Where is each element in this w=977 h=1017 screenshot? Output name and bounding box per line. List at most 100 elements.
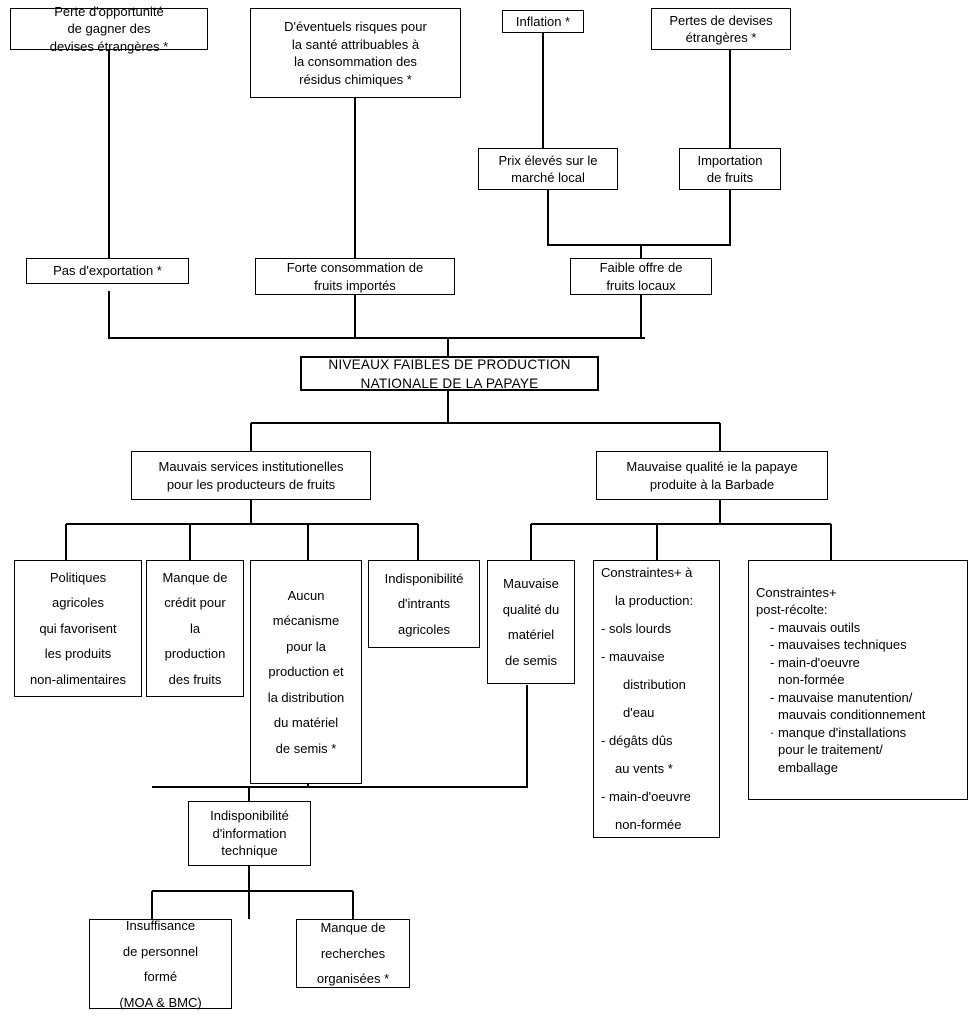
node-mauvais-services[interactable]: Mauvais services institutionelles pour l… xyxy=(131,451,371,500)
node-line: de personnel xyxy=(122,943,199,959)
node-line: pour le traitement/ xyxy=(778,742,883,758)
node-line: fruits locaux xyxy=(606,277,676,293)
node-contraintes-production[interactable]: Constraintes+ à la production: - sols lour… xyxy=(593,560,720,838)
node-line: Indisponibilité xyxy=(384,570,464,586)
node-line: la distribution xyxy=(267,689,345,705)
node-line: Manque de xyxy=(320,920,386,936)
node-mauvaise-qualite-materiel[interactable]: Mauvaise qualité du matériel de semis xyxy=(487,560,575,684)
node-line: Aucun xyxy=(287,587,325,603)
node-aucun-mecanisme[interactable]: Aucun mécanisme pour la production et la… xyxy=(250,560,362,784)
node-line: de semis * xyxy=(275,740,337,756)
node-line: - mauvaises techniques xyxy=(770,637,907,653)
node-line: pour la xyxy=(286,638,326,654)
node-line: - sols lourds xyxy=(601,621,672,636)
node-line: la consommation des xyxy=(294,54,417,69)
node-line: Faible offre de xyxy=(599,260,683,275)
node-faible-offre[interactable]: Faible offre de fruits locaux xyxy=(570,258,712,295)
node-line: Constraintes+ à xyxy=(601,565,693,580)
node-line: du matériel xyxy=(273,715,339,731)
node-line: devises étrangères * xyxy=(49,38,169,54)
node-line: Mauvaise xyxy=(503,576,559,591)
node-line: Insuffisance xyxy=(125,918,196,933)
node-perte-opportunite[interactable]: Perte d'opportunité de gagner des devise… xyxy=(10,4,208,54)
node-contraintes-post-recolte[interactable]: Constraintes+ post-récolte:- mauvais outi… xyxy=(748,560,968,800)
node-line: des fruits xyxy=(168,671,222,687)
node-line: Inflation * xyxy=(515,13,571,29)
node-line: crédit pour xyxy=(164,595,226,611)
node-line: NATIONALE DE LA PAPAYE xyxy=(360,375,539,391)
node-line: de semis xyxy=(504,652,558,668)
node-line: qualité du xyxy=(502,601,560,617)
node-line: non-formée xyxy=(615,817,682,832)
node-line: agricoles xyxy=(51,595,105,611)
node-line: organisées * xyxy=(316,971,390,987)
node-line: (MOA & BMC) xyxy=(119,994,202,1010)
node-line: Pertes de devises xyxy=(669,12,773,28)
node-indisponibilite-information[interactable]: Indisponibilité d'information technique xyxy=(188,801,311,866)
node-risques-sante[interactable]: D'éventuels risques pour la santé attrib… xyxy=(250,8,461,98)
node-line: Pas d'exportation * xyxy=(53,263,162,279)
node-line: production xyxy=(164,646,226,662)
node-line: - mauvaise xyxy=(601,649,665,664)
node-line: au vents * xyxy=(615,761,673,776)
node-line: Constraintes+ xyxy=(756,584,837,600)
node-indisponibilite-intrants[interactable]: Indisponibilité d'intrants agricoles xyxy=(368,560,480,648)
node-line: d'intrants xyxy=(397,596,451,612)
node-line: non-alimentaires xyxy=(29,671,127,687)
node-line: matériel xyxy=(507,627,555,642)
node-line: d'eau xyxy=(623,705,655,720)
node-line: mauvais conditionnement xyxy=(778,707,926,723)
node-line: Forte consommation de xyxy=(286,260,424,275)
node-line: marché local xyxy=(511,170,585,185)
node-manque-recherches[interactable]: Manque de recherches organisées * xyxy=(296,919,410,988)
node-line: la xyxy=(189,620,201,636)
node-line: · manque d'installations xyxy=(770,724,907,740)
node-line: - main-d'oeuvre xyxy=(601,789,691,804)
node-line: mécanisme xyxy=(272,613,340,629)
node-line: Prix élevés sur le xyxy=(498,152,598,168)
node-line: non-formée xyxy=(778,672,845,688)
node-line: production et xyxy=(268,664,344,680)
node-line: - dégâts dûs xyxy=(601,733,673,748)
node-line: Perte d'opportunité xyxy=(54,3,164,19)
node-line: de fruits xyxy=(706,170,754,185)
node-pertes-devises[interactable]: Pertes de devises étrangères * xyxy=(651,8,791,50)
node-line: de gagner des xyxy=(67,21,151,37)
node-line: - main-d'oeuvre xyxy=(770,654,860,670)
node-line: étrangères * xyxy=(685,30,757,45)
node-line: Mauvaise qualité ie la papaye xyxy=(626,459,798,474)
node-line: - mauvais outils xyxy=(770,619,861,635)
node-line: distribution xyxy=(623,677,686,692)
node-prix-eleves[interactable]: Prix élevés sur le marché local xyxy=(478,148,618,190)
node-line: Indisponibilité xyxy=(210,808,289,824)
node-line: la production: xyxy=(615,593,694,608)
node-line: formé xyxy=(143,969,178,984)
node-line: agricoles xyxy=(397,621,451,637)
node-line: NIVEAUX FAIBLES DE PRODUCTION xyxy=(328,356,571,372)
node-line: - mauvaise manutention/ xyxy=(770,689,913,705)
node-line: la santé attribuables à xyxy=(291,36,420,52)
node-line: résidus chimiques * xyxy=(299,71,412,87)
node-mauvaise-qualite-papaye[interactable]: Mauvaise qualité ie la papaye produite à… xyxy=(596,451,828,500)
node-line: les produits xyxy=(44,646,112,662)
node-inflation[interactable]: Inflation * xyxy=(502,10,584,33)
node-line: pour les producteurs de fruits xyxy=(166,476,336,492)
node-line: emballage xyxy=(778,759,838,775)
node-line: recherches xyxy=(320,945,386,961)
node-pas-exportation[interactable]: Pas d'exportation * xyxy=(26,258,189,284)
node-line: Mauvais services institutionelles xyxy=(158,459,344,474)
node-line: fruits importés xyxy=(314,277,396,293)
node-manque-credit[interactable]: Manque de crédit pour la production des … xyxy=(146,560,244,697)
node-line: D'éventuels risques pour xyxy=(284,19,427,34)
node-line: Importation xyxy=(697,152,763,168)
node-line: post-récolte: xyxy=(756,602,828,618)
node-core-problem[interactable]: NIVEAUX FAIBLES DE PRODUCTION NATIONALE … xyxy=(300,356,599,391)
node-importation-fruits[interactable]: Importation de fruits xyxy=(679,148,781,190)
node-line: produite à la Barbade xyxy=(649,476,775,492)
node-line: Manque de xyxy=(162,569,228,585)
node-politiques-agricoles[interactable]: Politiques agricoles qui favorisent les … xyxy=(14,560,142,697)
node-forte-consommation[interactable]: Forte consommation de fruits importés xyxy=(255,258,455,295)
node-line: Politiques xyxy=(49,569,107,585)
node-insuffisance-personnel[interactable]: Insuffisance de personnel formé (MOA & B… xyxy=(89,918,232,1010)
